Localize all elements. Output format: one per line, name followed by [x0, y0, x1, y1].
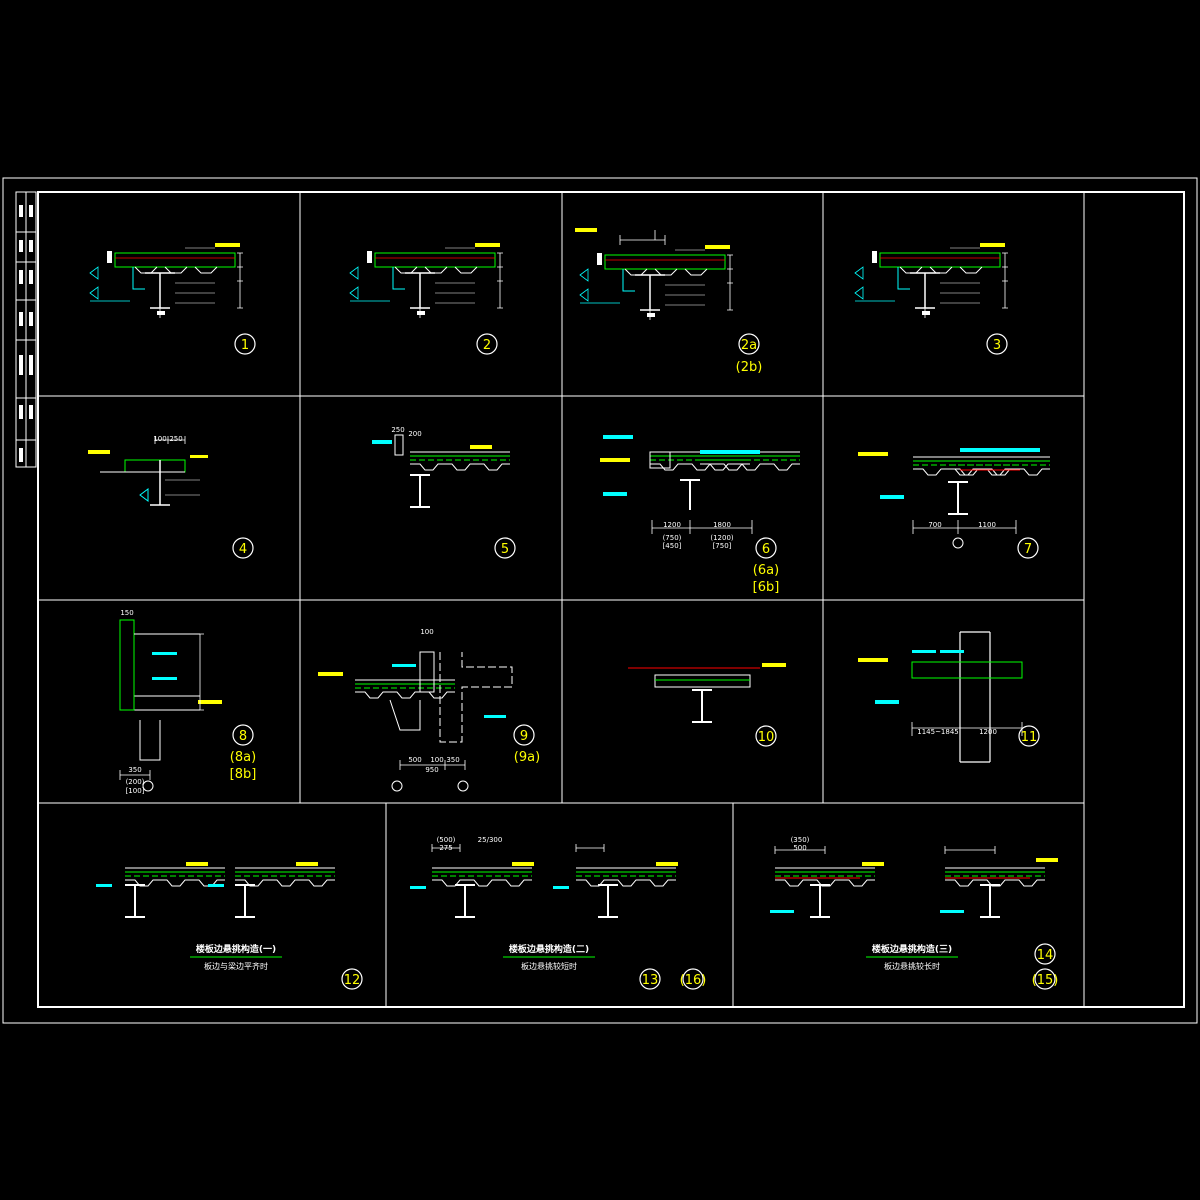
- detail-10-drawing: [628, 663, 786, 723]
- dim-d8-bottom-a: (200): [126, 778, 145, 786]
- detail-mark-13-circle: [639, 968, 661, 990]
- dim-d6-left-b: [450]: [663, 542, 682, 550]
- detail-mark-3: 3: [993, 338, 1001, 353]
- dim-d14-b: 500: [793, 844, 806, 852]
- detail-4-drawing: [88, 436, 208, 506]
- dim-d7-right: 1100: [978, 521, 996, 529]
- caption-13-sub: 板边悬挑较短时: [521, 961, 577, 971]
- dim-d6-left-a: (750): [663, 534, 682, 542]
- detail-mark-5-circle: [494, 537, 516, 559]
- caption-13-title: 楼板边悬挑构造(二): [509, 943, 589, 955]
- dim-d13-b: 275: [439, 844, 452, 852]
- detail-mark-8b: [8b]: [230, 767, 257, 782]
- detail-13-drawing: [410, 844, 678, 918]
- detail-mark-4-circle: [232, 537, 254, 559]
- detail-mark-1-circle: [234, 333, 256, 355]
- captions: 楼板边悬挑构造(一) 板边与梁边平齐时 楼板边悬挑构造(二) 板边悬挑较短时 楼…: [190, 943, 958, 971]
- detail-9-drawing: [318, 651, 513, 792]
- panel-grid: [38, 192, 1085, 1007]
- detail-mark-11: 11: [1021, 730, 1038, 745]
- dim-d14-a: (350): [791, 836, 810, 844]
- detail-mark-6-circle: [755, 537, 777, 559]
- detail-mark-2-circle: [476, 333, 498, 355]
- detail-mark-14: 14: [1037, 948, 1054, 963]
- dim-d6-right-a: (1200): [710, 534, 734, 542]
- detail-11-drawing: [858, 631, 1023, 763]
- detail-mark-15-circle: [1034, 968, 1056, 990]
- detail-mark-9-circle: [513, 724, 535, 746]
- detail-mark-8a: (8a): [230, 750, 256, 765]
- detail-mark-16: (16): [680, 973, 707, 988]
- detail-mark-12: 12: [344, 973, 361, 988]
- dim-d11-right: 1200: [979, 728, 997, 736]
- dim-d5-b: 200: [408, 430, 421, 438]
- dim-d8-bottom-b: [100]: [126, 787, 145, 795]
- detail-mark-10: 10: [758, 730, 775, 745]
- detail-7-drawing: [858, 448, 1051, 549]
- dim-d4-b: 250: [169, 435, 182, 443]
- outer-border: [2, 177, 1198, 1024]
- detail-markers: [232, 333, 1056, 990]
- dim-d11-left: 1145~1845: [917, 728, 959, 736]
- dim-d9-top: 100: [420, 628, 433, 636]
- detail-14-drawing: [770, 846, 1058, 918]
- detail-mark-16-circle: [682, 968, 704, 990]
- detail-labels: 1 2 2a (2b) 3 4 5 6 (6a) [6b] 7 8 (8a) […: [230, 338, 1059, 988]
- detail-mark-8-circle: [232, 724, 254, 746]
- detail-mark-9a: (9a): [514, 750, 540, 765]
- detail-8-drawing: [119, 619, 222, 792]
- dim-d9-c: 350: [446, 756, 459, 764]
- caption-12-title: 楼板边悬挑构造(一): [196, 943, 276, 955]
- detail-mark-1: 1: [241, 338, 249, 353]
- detail-mark-13: 13: [642, 973, 659, 988]
- dim-d9-b: 100: [430, 756, 443, 764]
- detail-mark-6: 6: [762, 542, 770, 557]
- detail-12-drawing: [96, 862, 336, 918]
- detail-2a-drawing: [575, 228, 734, 321]
- title-strip-marks: [19, 205, 33, 462]
- dim-d5-a: 250: [391, 426, 404, 434]
- title-strip: [15, 191, 37, 468]
- dim-d4-a: 100: [153, 435, 166, 443]
- detail-mark-7-circle: [1017, 537, 1039, 559]
- detail-mark-9: 9: [520, 729, 528, 744]
- dim-d8-bottom: 350: [128, 766, 141, 774]
- detail-mark-10-circle: [755, 725, 777, 747]
- dim-d9-a: 500: [408, 756, 421, 764]
- detail-mark-2a-circle: [738, 333, 760, 355]
- detail-mark-2b: (2b): [736, 360, 763, 375]
- detail-mark-4: 4: [239, 542, 247, 557]
- detail-mark-2: 2: [483, 338, 491, 353]
- dim-d8-top: 150: [120, 609, 133, 617]
- detail-6-drawing: [600, 435, 801, 534]
- detail-mark-8: 8: [239, 729, 247, 744]
- detail-mark-14-circle: [1034, 943, 1056, 965]
- dim-d6-right-b: [750]: [713, 542, 732, 550]
- caption-12-sub: 板边与梁边平齐时: [204, 961, 268, 971]
- caption-14-title: 楼板边悬挑构造(三): [872, 943, 952, 955]
- detail-5-drawing: [372, 434, 511, 508]
- dimension-labels: 100 250 250 200 1200 1800 (750) [450] (1…: [120, 426, 997, 852]
- detail-mark-7: 7: [1024, 542, 1032, 557]
- dim-d6-right: 1800: [713, 521, 731, 529]
- detail-mark-12-circle: [341, 968, 363, 990]
- caption-14-sub: 板边悬挑较长时: [884, 961, 940, 971]
- detail-mark-2a: 2a: [741, 338, 757, 353]
- detail-mark-11-circle: [1018, 725, 1040, 747]
- dim-d7-left: 700: [928, 521, 941, 529]
- dim-d13-a: (500): [437, 836, 456, 844]
- dim-d9-total: 950: [425, 766, 438, 774]
- dim-d13-c: 25/300: [478, 836, 503, 844]
- detail-mark-15: (15): [1032, 973, 1059, 988]
- detail-mark-5: 5: [501, 542, 509, 557]
- detail-mark-6a: (6a): [753, 563, 779, 578]
- detail-mark-3-circle: [986, 333, 1008, 355]
- detail-mark-6b: [6b]: [753, 580, 780, 595]
- dim-d6-left: 1200: [663, 521, 681, 529]
